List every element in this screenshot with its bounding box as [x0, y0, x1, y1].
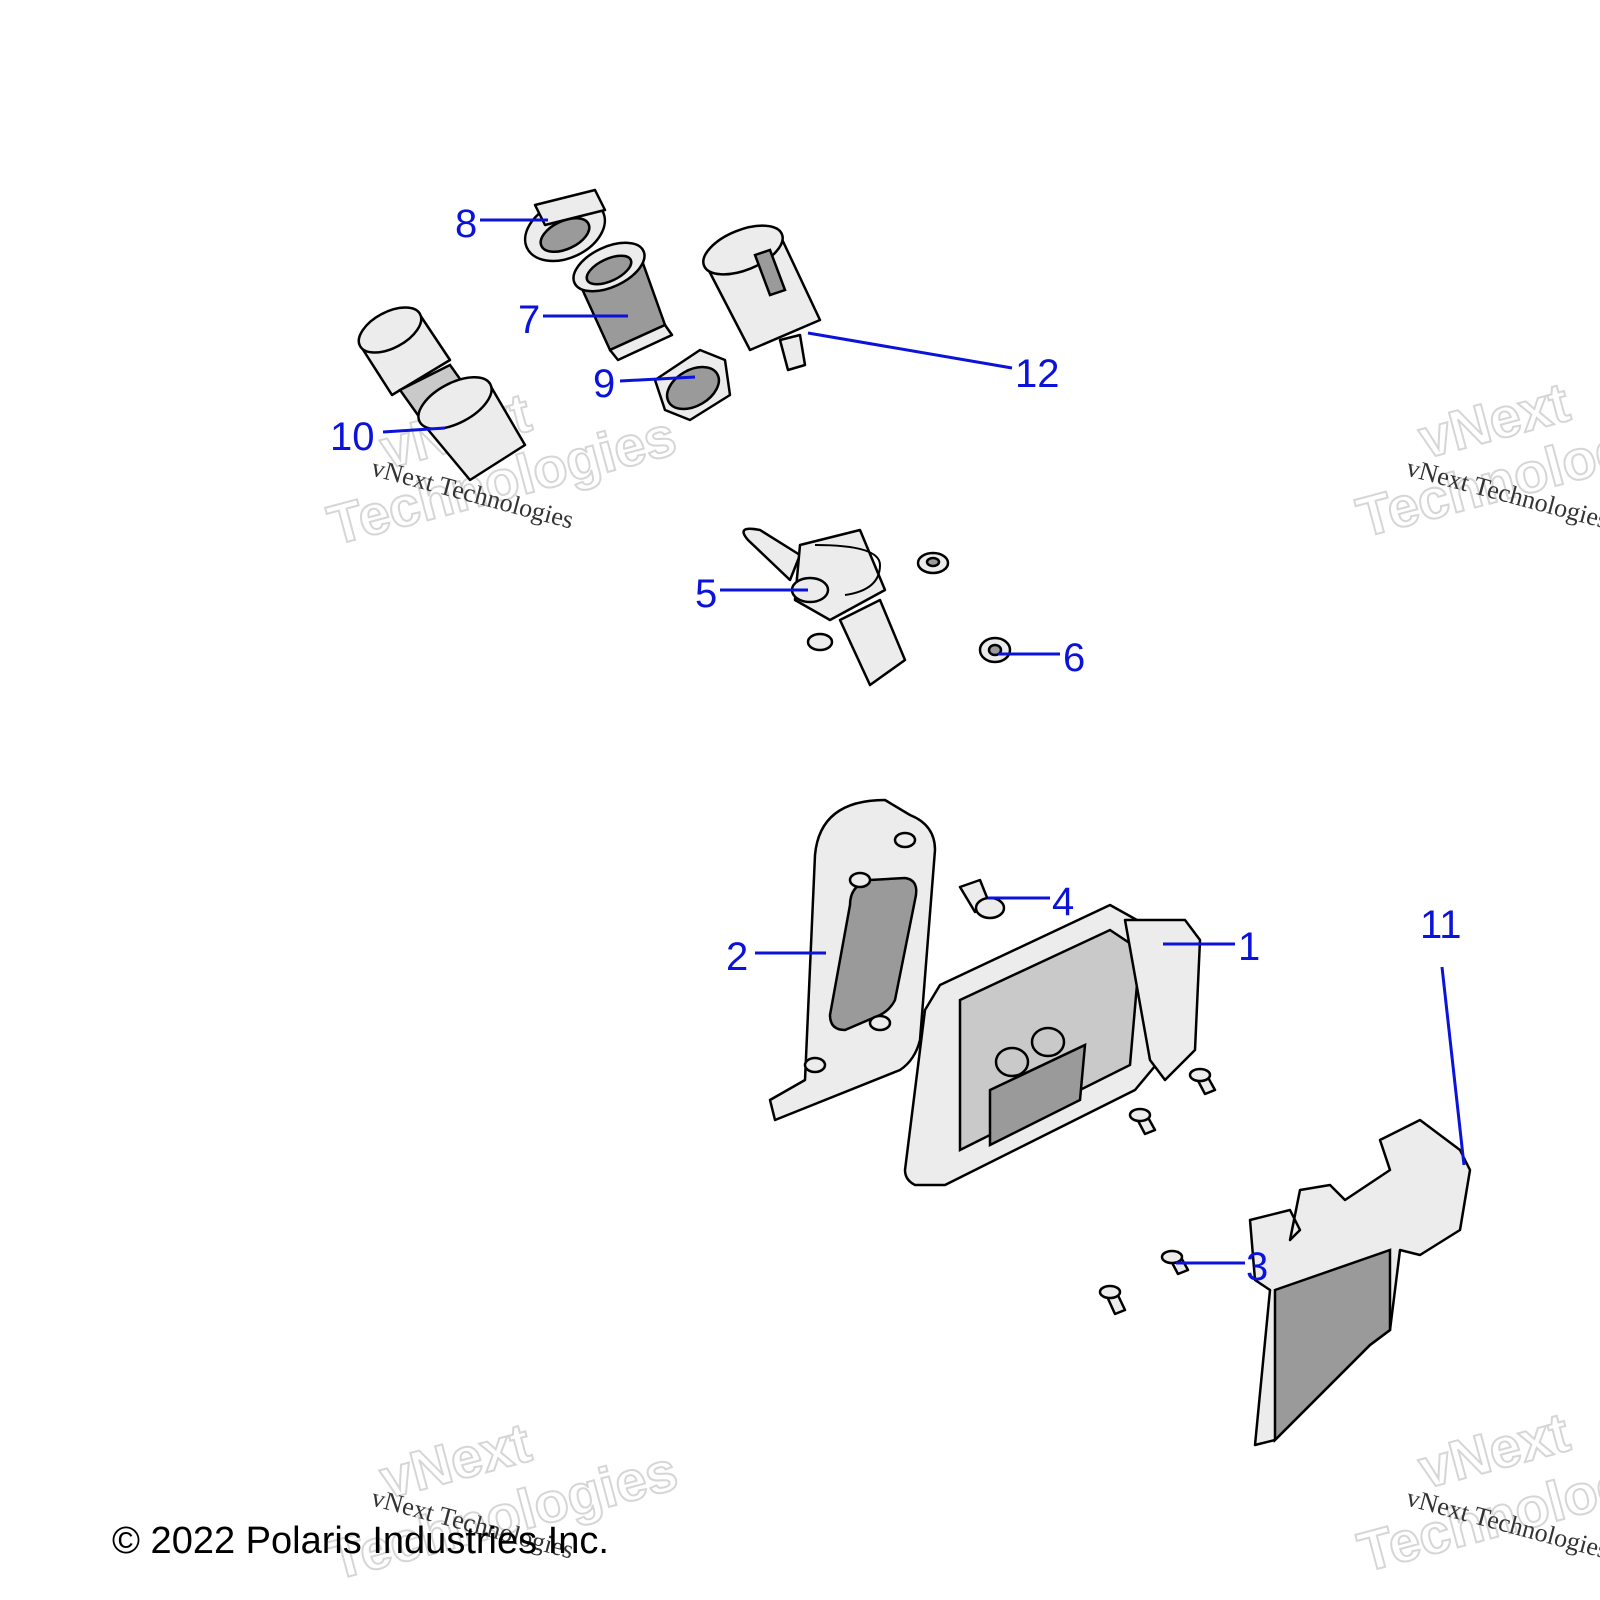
part-1-ecu-module: [903, 903, 1202, 1187]
part-5-latch-assembly: [742, 527, 907, 687]
callout-7: 7: [518, 298, 540, 342]
part-10-ignition-switch: [357, 306, 527, 482]
leader-12: [807, 331, 1013, 370]
part-4-push-rivet: [958, 878, 1006, 920]
part-7-lock-cylinder: [572, 241, 674, 362]
part-8-bezel-ring: [523, 188, 607, 263]
leader-10: [382, 426, 446, 434]
callout-3: 3: [1246, 1245, 1268, 1289]
part-screw: [1098, 1284, 1127, 1316]
callout-11: 11: [1420, 903, 1462, 947]
callout-12: 12: [1015, 352, 1060, 396]
part-6-nut: [978, 636, 1012, 664]
callout-5: 5: [695, 572, 717, 616]
part-11-ecu-cover: [1248, 1118, 1472, 1447]
callout-1: 1: [1238, 925, 1260, 969]
leader-11: [1440, 966, 1466, 1166]
copyright-notice: © 2022 Polaris Industries Inc.: [112, 1520, 609, 1562]
part-screw: [1128, 1107, 1157, 1136]
part-12-power-receptacle: [702, 224, 822, 372]
callout-8: 8: [455, 202, 477, 246]
callout-4: 4: [1052, 880, 1074, 924]
callout-6: 6: [1063, 636, 1085, 680]
callout-10: 10: [330, 415, 375, 459]
part-9-retaining-nut: [653, 348, 732, 422]
part-screw: [1188, 1067, 1217, 1096]
leader-9: [619, 375, 696, 383]
part-washer: [916, 551, 950, 575]
part-2-mounting-bracket: [768, 798, 937, 1122]
callout-9: 9: [593, 362, 615, 406]
callout-2: 2: [726, 935, 748, 979]
